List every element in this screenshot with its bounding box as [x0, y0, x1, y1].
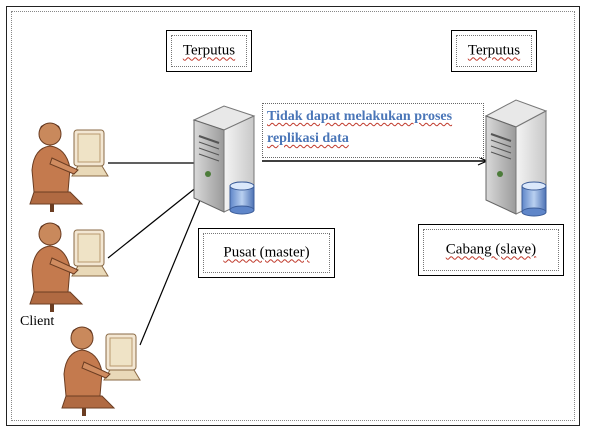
- replication-message-text: Tidak dapat melakukan proses replikasi d…: [267, 109, 453, 146]
- status-label-slave: Terputus: [467, 42, 521, 59]
- slave-label: Cabang (slave): [445, 241, 537, 258]
- status-box-master: Terputus: [166, 30, 252, 72]
- client-label: Client: [20, 314, 55, 329]
- replication-message-box: Tidak dapat melakukan proses replikasi d…: [262, 103, 484, 158]
- slave-server-icon: [484, 99, 548, 217]
- diagram-frame: [6, 6, 580, 426]
- link-client3-master: [139, 187, 206, 346]
- link-client2-master: [107, 181, 204, 259]
- status-box-slave: Terputus: [451, 30, 537, 72]
- master-server-icon: [192, 105, 256, 215]
- slave-label-box: Cabang (slave): [418, 224, 564, 276]
- client-computer-icon: [29, 122, 109, 212]
- client-computer-icon: [61, 326, 141, 416]
- diagram-inner-border: [11, 11, 575, 421]
- status-label-master: Terputus: [182, 42, 236, 59]
- master-label: Pusat (master): [223, 244, 310, 261]
- master-label-box: Pusat (master): [198, 228, 335, 278]
- client-computer-icon: [29, 222, 109, 312]
